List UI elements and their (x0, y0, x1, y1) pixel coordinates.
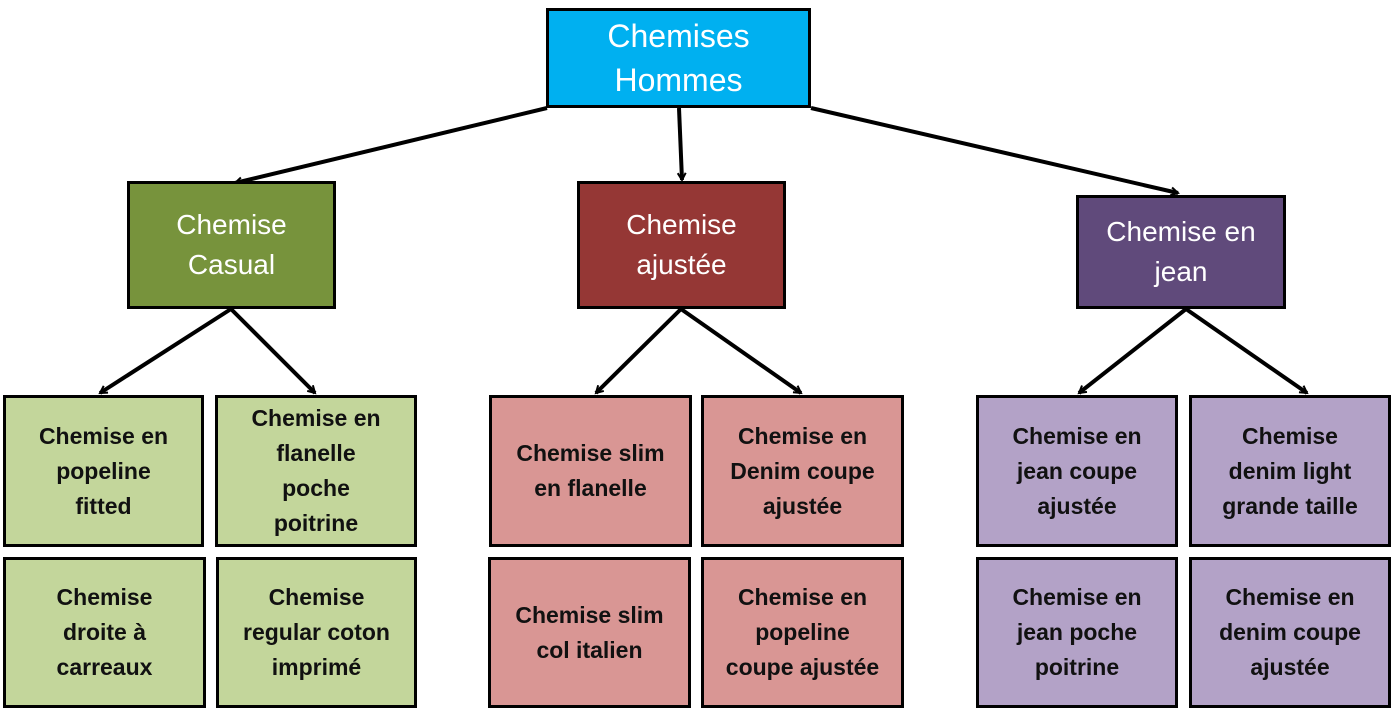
leaf-label: Chemise en denim coupe ajustée (1219, 584, 1361, 680)
leaf-ajustee-popeline-coupe: Chemise en popeline coupe ajustée (701, 557, 904, 708)
leaf-jean-denim-light: Chemise denim light grande taille (1189, 395, 1391, 547)
leaf-label: Chemise droite à carreaux (56, 584, 153, 680)
leaf-label: Chemise en jean coupe ajustée (1012, 422, 1142, 519)
leaf-label: Chemise en flanelle poche poitrine (251, 405, 381, 536)
arrow-root-to-jean (810, 106, 1178, 193)
leaf-label: Chemise denim light grande taille (1222, 422, 1358, 519)
leaf-label: Chemise regular coton imprimé (243, 584, 390, 680)
root-node: Chemises Hommes (546, 8, 811, 108)
arrow-jean-to-leaf-1 (1079, 307, 1188, 395)
leaf-jean-coupe-ajustee: Chemise en jean coupe ajustée (976, 395, 1178, 547)
arrow-root-to-ajustee (679, 107, 682, 180)
leaf-casual-droite-carreaux: Chemise droite à carreaux (3, 557, 206, 708)
category-jean: Chemise en jean (1076, 195, 1286, 309)
leaf-casual-flanelle-poche: Chemise en flanelle poche poitrine (215, 395, 417, 547)
category-ajustee-label: Chemise ajustée (626, 209, 737, 280)
leaf-ajustee-slim-flanelle: Chemise slim en flanelle (489, 395, 692, 547)
leaf-label: Chemise en popeline fitted (38, 422, 169, 519)
arrow-root-to-casual (235, 106, 548, 183)
arrow-ajustee-to-leaf-2 (679, 307, 801, 395)
leaf-label: Chemise slim col italien (515, 601, 664, 663)
leaf-jean-denim-coupe: Chemise en denim coupe ajustée (1189, 557, 1391, 708)
arrow-casual-to-leaf-1 (100, 307, 233, 395)
leaf-label: Chemise slim en flanelle (516, 440, 665, 501)
category-ajustee: Chemise ajustée (577, 181, 786, 309)
arrow-ajustee-to-leaf-1 (596, 307, 683, 395)
leaf-ajustee-denim-coupe: Chemise en Denim coupe ajustée (701, 395, 904, 547)
arrow-casual-to-leaf-2 (229, 307, 315, 393)
arrow-jean-to-leaf-2 (1184, 307, 1307, 395)
root-label: Chemises Hommes (607, 18, 750, 98)
leaf-label: Chemise en jean poche poitrine (1012, 584, 1142, 680)
leaf-jean-poche-poitrine: Chemise en jean poche poitrine (976, 557, 1178, 708)
leaf-casual-popeline-fitted: Chemise en popeline fitted (3, 395, 204, 547)
category-casual: Chemise Casual (127, 181, 336, 309)
leaf-ajustee-slim-col-italien: Chemise slim col italien (488, 557, 691, 708)
leaf-casual-regular-coton: Chemise regular coton imprimé (216, 557, 417, 708)
category-casual-label: Chemise Casual (176, 209, 287, 280)
leaf-label: Chemise en Denim coupe ajustée (730, 422, 875, 519)
category-jean-label: Chemise en jean (1106, 216, 1256, 287)
leaf-label: Chemise en popeline coupe ajustée (725, 584, 880, 680)
